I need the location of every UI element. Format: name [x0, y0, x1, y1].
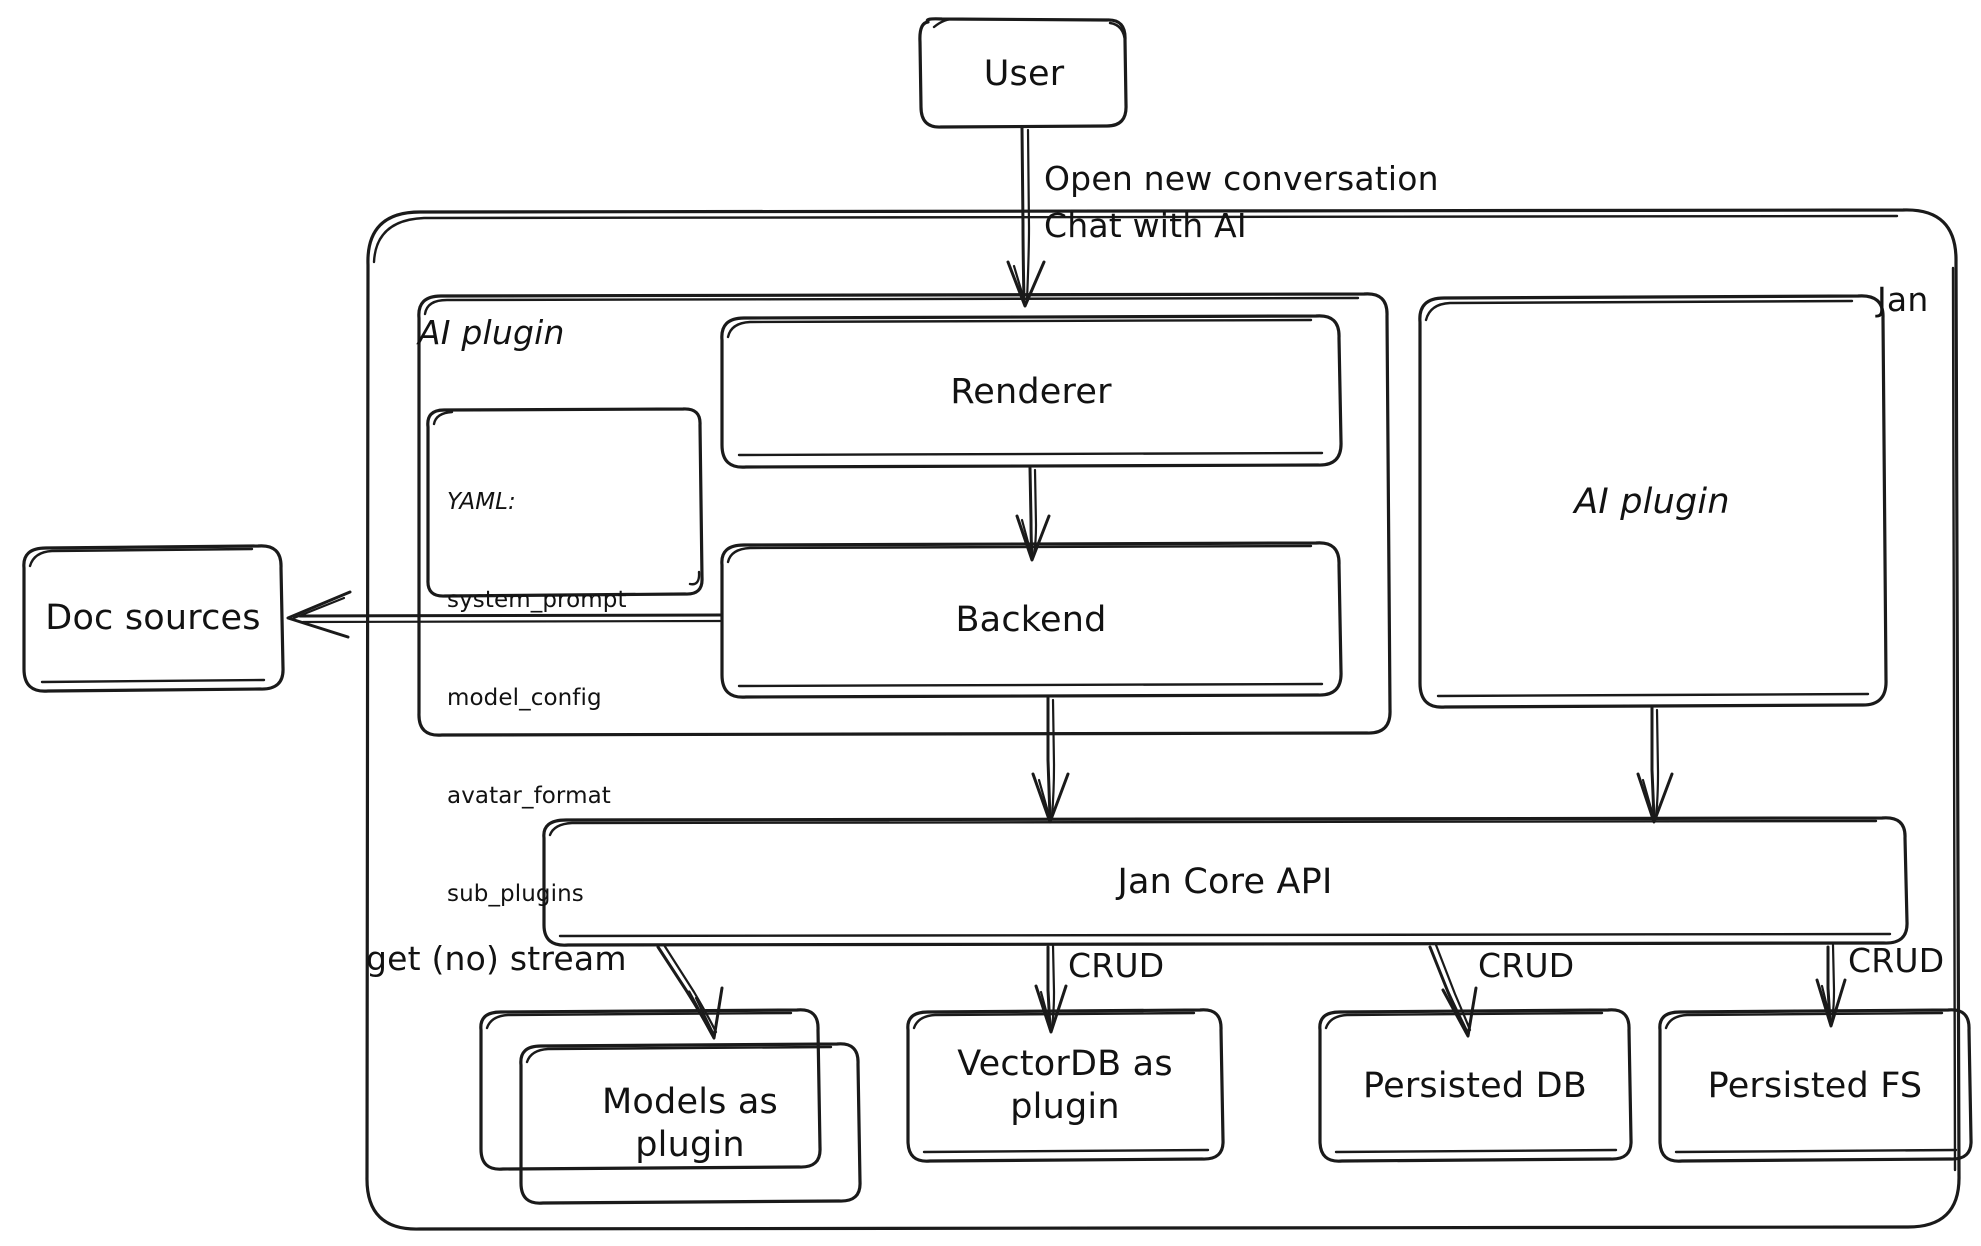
yaml-item-system-prompt: system_prompt	[447, 587, 627, 614]
vectordb-as-plugin-line1: VectorDB as	[957, 1044, 1173, 1085]
node-yaml-content[interactable]: YAML: system_prompt model_config avatar_…	[447, 421, 697, 976]
yaml-item-model-config: model_config	[447, 685, 602, 712]
edge-label-user-to-renderer-line1: Open new conversation	[1044, 159, 1439, 198]
node-models-as-plugin-label[interactable]: Models as plugin	[521, 1046, 859, 1202]
node-persisted-fs-label[interactable]: Persisted FS	[1707, 1065, 1923, 1106]
node-user-label[interactable]: User	[983, 53, 1065, 94]
group-ai-plugin-label: AI plugin	[418, 313, 565, 352]
edge-label-user-to-renderer-line2: Chat with AI	[1044, 206, 1247, 245]
container-jan-label: Jan	[1877, 280, 1929, 319]
models-as-plugin-line1: Models as	[602, 1082, 778, 1123]
node-backend-label[interactable]: Backend	[955, 599, 1107, 640]
yaml-item-sub-plugins: sub_plugins	[447, 881, 584, 908]
edge-backend-to-core-api	[1031, 696, 1070, 824]
edge-user-to-renderer	[1006, 126, 1046, 308]
edge-label-crud-vectordb: CRUD	[1068, 946, 1165, 985]
node-jan-core-api-label[interactable]: Jan Core API	[1117, 861, 1333, 902]
vectordb-as-plugin-line2: plugin	[1010, 1087, 1120, 1127]
edge-label-crud-persisted-fs: CRUD	[1848, 941, 1945, 980]
yaml-item-avatar-format: avatar_format	[447, 783, 611, 810]
edge-label-get-no-stream: get (no) stream	[366, 939, 627, 978]
node-renderer-label[interactable]: Renderer	[950, 371, 1112, 412]
node-vectordb-as-plugin-label[interactable]: VectorDB as plugin	[908, 1012, 1222, 1160]
node-doc-sources-label[interactable]: Doc sources	[45, 597, 261, 638]
node-ai-plugin-right-label[interactable]: AI plugin	[1574, 481, 1730, 522]
models-as-plugin-line2: plugin	[635, 1125, 745, 1165]
edge-label-crud-persisted-db: CRUD	[1478, 946, 1575, 985]
yaml-heading: YAML:	[447, 489, 516, 516]
node-persisted-db-label[interactable]: Persisted DB	[1363, 1065, 1587, 1106]
edge-ai-plugin-right-to-core-api	[1636, 706, 1674, 824]
